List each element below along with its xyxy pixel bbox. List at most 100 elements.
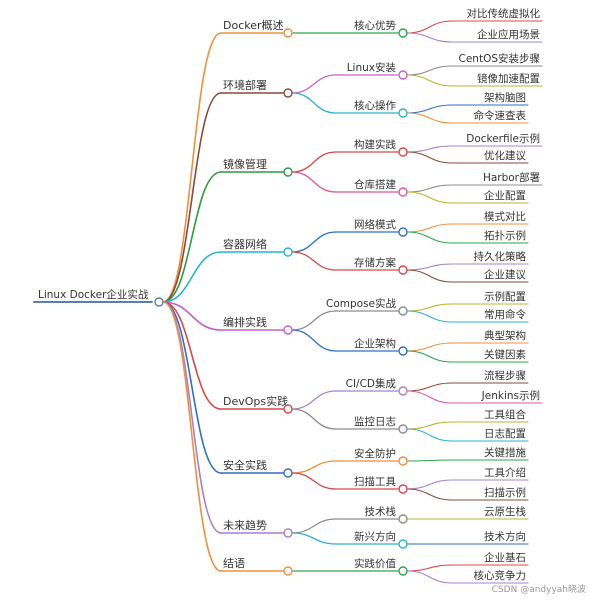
link-branch-to-topic xyxy=(291,92,337,114)
leaf-node-label: Harbor部署 xyxy=(483,171,540,184)
branch-node-toggle[interactable] xyxy=(283,167,293,177)
topic-node-label: 新兴方向 xyxy=(354,530,396,543)
link-topic-to-leaf xyxy=(406,479,453,490)
topic-node-toggle[interactable] xyxy=(398,28,408,38)
topic-node-label: 安全防护 xyxy=(354,447,396,460)
topic-node-toggle[interactable] xyxy=(398,346,408,356)
leaf-node-label: 命令速查表 xyxy=(474,109,527,122)
leaf-node-label: Jenkins示例 xyxy=(481,389,540,402)
leaf-node-label: 示例配置 xyxy=(484,290,526,303)
link-topic-to-leaf xyxy=(406,184,453,193)
link-branch-to-topic xyxy=(291,472,337,490)
link-topic-to-leaf xyxy=(406,428,453,442)
topic-node-toggle[interactable] xyxy=(398,539,408,549)
mindmap-nodes: Linux Docker企业实战Docker概述核心优势对比传统虚拟化企业应用场… xyxy=(38,7,540,582)
leaf-node-label: Dockerfile示例 xyxy=(466,132,540,145)
topic-node-label: 监控日志 xyxy=(354,415,396,428)
topic-node-toggle[interactable] xyxy=(398,566,408,576)
topic-node-toggle[interactable] xyxy=(398,484,408,494)
root-node-label: Linux Docker企业实战 xyxy=(38,288,149,301)
branch-node-label: 环境部署 xyxy=(223,78,267,92)
topic-node-toggle[interactable] xyxy=(398,187,408,197)
leaf-node-label: 工具介绍 xyxy=(484,466,526,479)
branch-node-toggle[interactable] xyxy=(283,468,293,478)
topic-node-toggle[interactable] xyxy=(398,514,408,524)
branch-node-toggle[interactable] xyxy=(283,28,293,38)
leaf-node-label: 持久化策略 xyxy=(474,250,527,263)
topic-node-toggle[interactable] xyxy=(398,386,408,396)
topic-node-label: 实践价值 xyxy=(354,557,396,570)
watermark: CSDN @andyyah晓波 xyxy=(492,583,586,595)
link-root-to-branch xyxy=(162,92,222,303)
leaf-node-label: 流程步骤 xyxy=(484,369,526,382)
leaf-node-label: 云原生栈 xyxy=(484,505,526,518)
link-branch-to-topic xyxy=(291,390,337,410)
link-root-to-branch xyxy=(162,171,222,303)
topic-node-label: 企业架构 xyxy=(354,337,396,350)
link-topic-to-leaf xyxy=(406,421,453,430)
topic-node-toggle[interactable] xyxy=(398,306,408,316)
link-branch-to-topic xyxy=(291,171,337,193)
link-branch-to-topic xyxy=(291,74,337,94)
link-root-to-branch xyxy=(162,301,222,410)
leaf-node-label: 企业应用场景 xyxy=(477,28,540,41)
topic-node-label: Linux安装 xyxy=(347,61,397,74)
link-topic-to-leaf xyxy=(406,570,453,584)
leaf-node-label: 典型架构 xyxy=(484,329,526,342)
leaf-node-label: 企业配置 xyxy=(484,189,526,202)
link-topic-to-leaf xyxy=(406,104,453,114)
topic-node-toggle[interactable] xyxy=(398,424,408,434)
branch-node-toggle[interactable] xyxy=(283,247,293,257)
link-topic-to-leaf xyxy=(406,191,453,204)
link-topic-to-leaf xyxy=(406,310,453,323)
mindmap-links xyxy=(33,20,543,584)
leaf-node-label: 技术方向 xyxy=(484,530,526,543)
link-branch-to-topic xyxy=(291,460,337,474)
link-topic-to-leaf xyxy=(406,263,453,271)
branch-node-toggle[interactable] xyxy=(283,325,293,335)
link-topic-to-leaf xyxy=(406,74,453,87)
topic-node-toggle[interactable] xyxy=(398,227,408,237)
leaf-node-label: 对比传统虚拟化 xyxy=(467,7,541,20)
link-topic-to-leaf xyxy=(406,145,453,153)
topic-node-toggle[interactable] xyxy=(398,456,408,466)
leaf-node-label: 扫描示例 xyxy=(484,486,526,499)
topic-node-label: 技术栈 xyxy=(365,505,397,518)
topic-node-toggle[interactable] xyxy=(398,147,408,157)
leaf-node-label: CentOS安装步骤 xyxy=(459,52,541,65)
branch-node-toggle[interactable] xyxy=(283,566,293,576)
link-topic-to-leaf xyxy=(406,303,453,312)
branch-node-label: 未来趋势 xyxy=(223,519,267,532)
link-branch-to-topic xyxy=(291,408,337,430)
leaf-node-label: 关键措施 xyxy=(484,446,526,459)
branch-node-toggle[interactable] xyxy=(283,528,293,538)
branch-node-toggle[interactable] xyxy=(283,404,293,414)
topic-node-toggle[interactable] xyxy=(398,108,408,118)
link-topic-to-leaf xyxy=(406,564,453,572)
leaf-node-label: 企业建议 xyxy=(484,268,526,281)
topic-node-label: 仓库搭建 xyxy=(354,178,396,191)
leaf-node-label: 工具组合 xyxy=(484,408,526,421)
leaf-node-label: 镜像加速配置 xyxy=(477,72,540,85)
topic-node-label: 构建实践 xyxy=(354,138,396,151)
branch-node-label: 编排实践 xyxy=(223,315,267,329)
link-root-to-branch xyxy=(162,301,222,331)
link-topic-to-leaf xyxy=(406,32,453,43)
topic-node-label: CI/CD集成 xyxy=(346,377,397,390)
topic-node-label: 核心优势 xyxy=(354,19,396,32)
link-branch-to-topic xyxy=(291,151,337,173)
link-topic-to-leaf xyxy=(406,269,453,283)
link-branch-to-topic xyxy=(291,532,337,545)
topic-node-toggle[interactable] xyxy=(398,70,408,80)
link-branch-to-topic xyxy=(291,251,337,271)
branch-node-toggle[interactable] xyxy=(283,88,293,98)
link-branch-to-topic xyxy=(291,329,337,352)
topic-node-label: 核心操作 xyxy=(354,99,396,112)
link-topic-to-leaf xyxy=(406,488,453,501)
topic-node-toggle[interactable] xyxy=(398,265,408,275)
leaf-node-label: 日志配置 xyxy=(484,427,526,440)
leaf-node-label: 架构脑图 xyxy=(484,91,526,104)
root-node-toggle[interactable] xyxy=(154,297,164,307)
